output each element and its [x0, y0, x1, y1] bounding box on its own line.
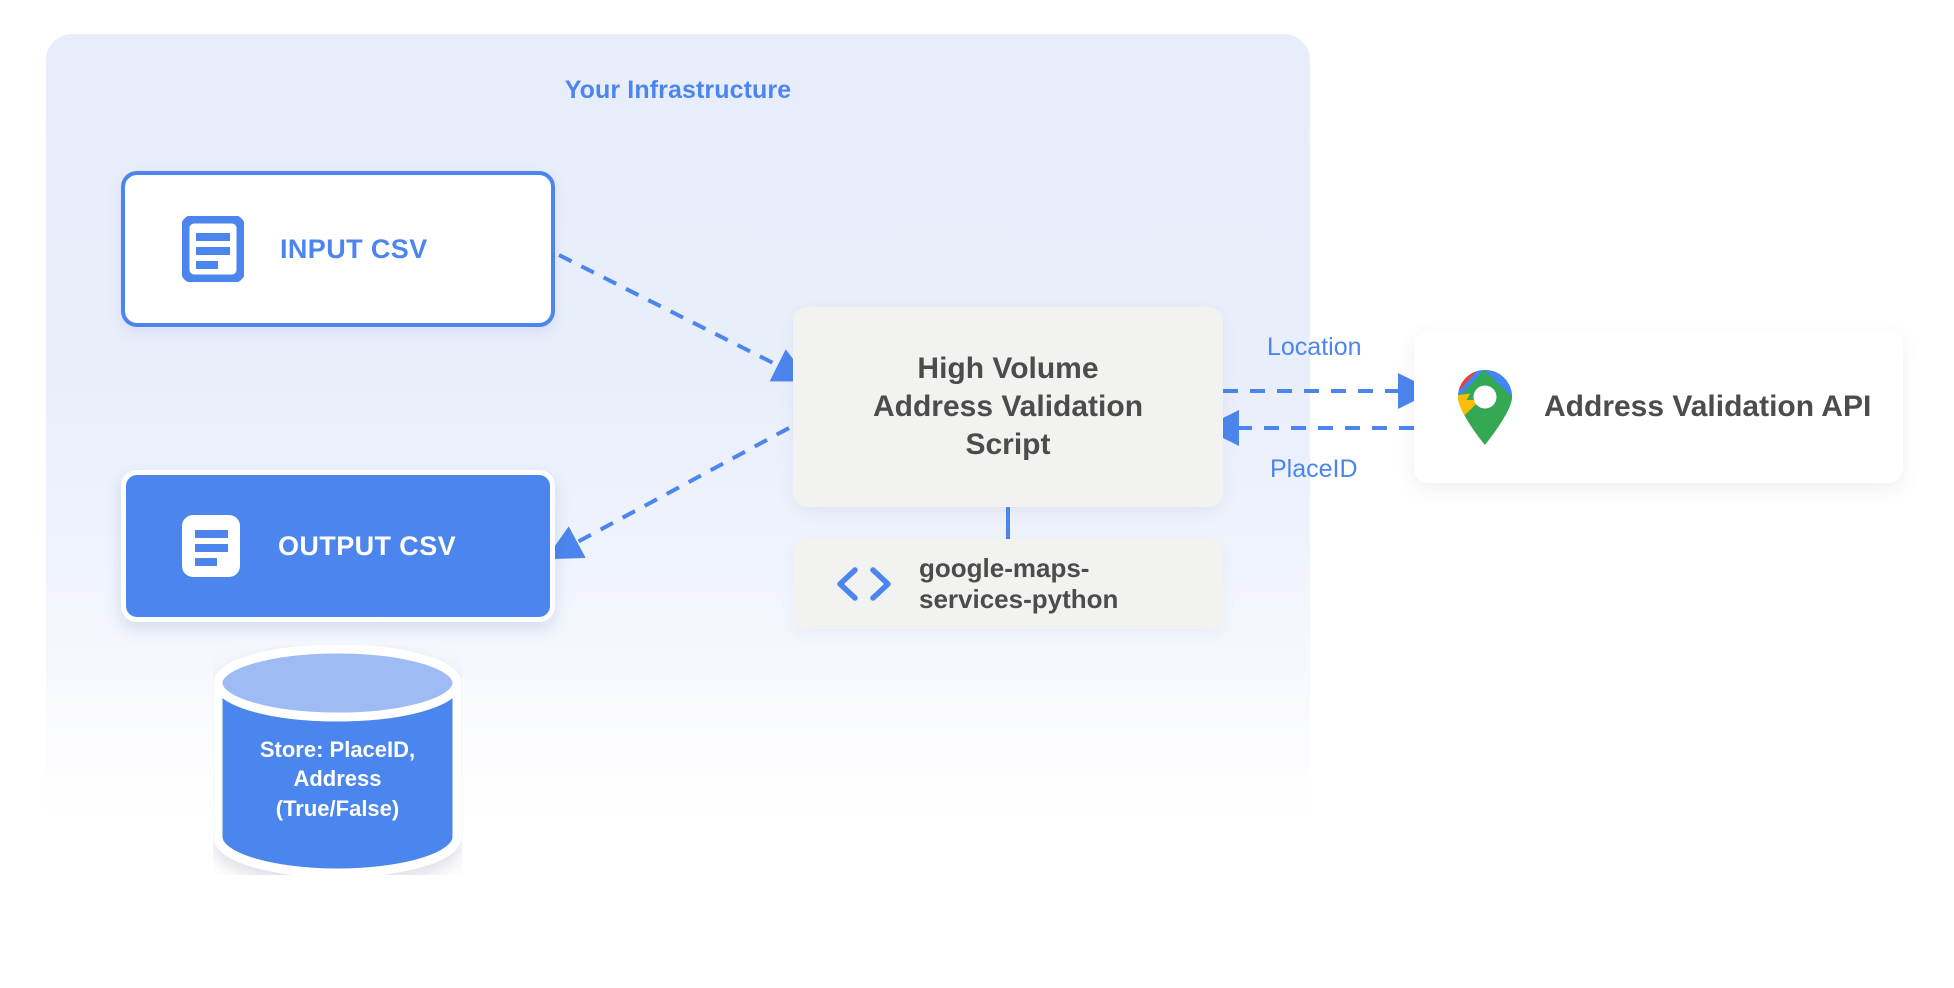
- input-csv-node[interactable]: INPUT CSV: [121, 171, 555, 327]
- edge-label-location: Location: [1267, 333, 1362, 361]
- input-csv-label: INPUT CSV: [280, 233, 428, 264]
- output-csv-label: OUTPUT CSV: [278, 530, 457, 561]
- address-validation-api-node[interactable]: Address Validation API: [1414, 331, 1903, 483]
- script-node[interactable]: High Volume Address Validation Script: [793, 307, 1223, 507]
- output-csv-node[interactable]: OUTPUT CSV: [121, 470, 555, 622]
- code-icon: [833, 564, 895, 604]
- infrastructure-title: Your Infrastructure: [564, 76, 792, 104]
- script-label: High Volume Address Validation Script: [872, 352, 1144, 461]
- datastore-node[interactable]: [213, 645, 462, 875]
- api-label: Address Validation API: [1544, 390, 1872, 423]
- edge-label-placeid: PlaceID: [1270, 455, 1358, 483]
- library-node[interactable]: google-maps- services-python: [793, 539, 1223, 629]
- edge-input-to-script: [558, 253, 810, 382]
- edge-script-to-output: [545, 426, 790, 560]
- google-maps-pin-icon: [1454, 368, 1516, 446]
- document-icon: [180, 513, 242, 579]
- document-icon: [180, 214, 246, 284]
- edge-script-to-library: [1006, 507, 1010, 539]
- library-label: google-maps- services-python: [919, 552, 1119, 614]
